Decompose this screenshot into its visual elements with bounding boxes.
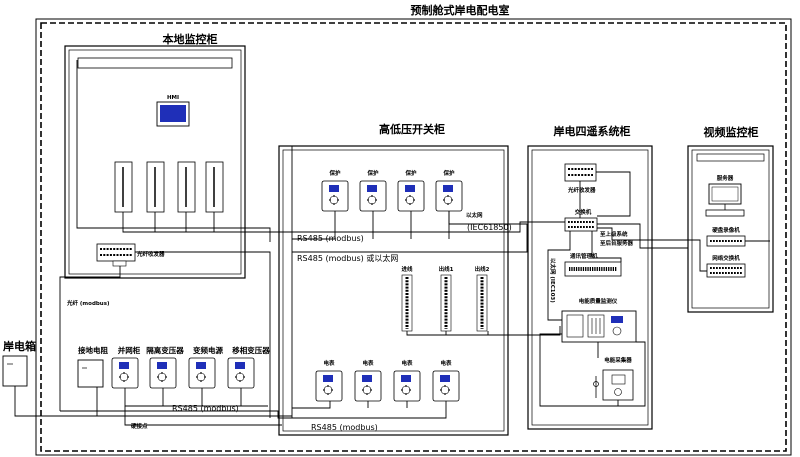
video-monitoring-cabinet (687, 145, 774, 313)
remote-cabinet-title: 岸电四遥系统柜 (554, 124, 631, 138)
io-module-icon (439, 273, 453, 333)
protection-relay-icon (397, 180, 425, 212)
network-switch-icon (564, 217, 598, 232)
top-device-label: 保护 (442, 169, 455, 177)
hmi-icon (156, 101, 190, 127)
ethernet-iec103-label: 以太网 (IEC103) (549, 258, 557, 303)
bottom-row-label: 变频电源 (193, 345, 223, 355)
remote-system-cabinet (527, 145, 653, 430)
top-device-label: 保护 (404, 169, 417, 177)
wiring (14, 60, 770, 426)
communication-manager-icon (564, 261, 622, 277)
protection-relay-icon (435, 180, 463, 212)
energy-collector-label: 电能采集器 (604, 356, 632, 364)
video-switch-label: 网络交换机 (712, 254, 740, 262)
energy-meter-icon (354, 370, 382, 402)
io-module-label: 进线 (401, 265, 413, 273)
power-quality-monitor-icon (561, 310, 637, 343)
video-recorder-icon (706, 235, 746, 247)
mgmt-machine-label: 通讯管理机 (570, 252, 598, 260)
energy-meter-icon (393, 370, 421, 402)
bottom-row-label: 接地电阻 (78, 345, 108, 355)
shore-box-label: 岸电箱 (3, 339, 36, 353)
remote-fiber-transceiver-label: 光纤收发器 (567, 186, 596, 194)
ethernet-link-label: 以太网 (466, 211, 483, 219)
io-module-icon (400, 273, 414, 333)
energy-meter-icon (432, 370, 460, 402)
local-fiber-transceiver-label: 光纤收发器 (136, 250, 165, 258)
bottom-row-label: 并网柜 (118, 345, 141, 355)
energy-collector-icon (602, 369, 634, 401)
rs485-label-bottom: RS485 (modbus) (311, 423, 378, 432)
server-monitor-icon (705, 183, 745, 217)
energy-meter-icon (315, 370, 343, 402)
room-title: 预制舱式岸电配电室 (411, 3, 510, 17)
to-server-label: 至后台服务器 (600, 239, 634, 247)
io-module-label: 出线1 (439, 265, 454, 273)
rs485-ethernet-label: RS485 (modbus) 或以太网 (297, 253, 398, 263)
antenna-icon (593, 376, 599, 398)
to-station-label: 至上级系统 (600, 230, 628, 238)
switch-label: 交换机 (575, 208, 592, 216)
bottom-device-label: 电表 (323, 359, 335, 367)
video-recorder-label: 硬盘录像机 (712, 226, 740, 234)
bottom-rs485-label: RS485 (modbus) (172, 404, 239, 413)
video-cabinet-title: 视频监控柜 (704, 125, 759, 139)
top-device-label: 保护 (328, 169, 341, 177)
shore-power-box-icon (2, 355, 28, 387)
phase-shift-transformer-meter-icon (227, 357, 255, 389)
bottom-device-label: 电表 (440, 359, 452, 367)
local-cabinet-title: 本地监控柜 (163, 32, 218, 46)
ground-line-label: 硬接点 (131, 422, 148, 430)
rs485-label-top: RS485 (modbus) (297, 234, 364, 243)
server-label: 服务器 (717, 174, 734, 182)
bottom-row-label: 隔离变压器 (146, 345, 184, 355)
io-module-row-icon (114, 161, 224, 213)
io-module-label: 出线2 (475, 265, 490, 273)
bottom-device-label: 电表 (401, 359, 413, 367)
io-module-icon (475, 273, 489, 333)
room-border (35, 18, 792, 456)
hv-lv-cabinet (278, 145, 509, 436)
top-device-label: 保护 (366, 169, 379, 177)
hmi-label: HMI (167, 95, 179, 101)
bottom-device-label: 电表 (362, 359, 374, 367)
remote-fiber-transceiver-icon (564, 163, 597, 182)
ground-resistance-icon (77, 359, 104, 388)
fiber-modbus-label: 光纤 (modbus) (66, 299, 110, 307)
bottom-row-label: 移相变压器 (232, 345, 270, 355)
grid-cabinet-meter-icon (111, 357, 139, 389)
fiber-transceiver-icon (96, 243, 136, 267)
vfd-power-meter-icon (188, 357, 216, 389)
video-switch-icon (706, 263, 746, 278)
iec61850-label: (IEC61850) (467, 223, 512, 232)
quality-device-label: 电能质量监测仪 (579, 297, 618, 305)
hv-lv-cabinet-title: 高低压开关柜 (379, 122, 445, 136)
local-monitoring-cabinet (64, 45, 246, 279)
protection-relay-icon (359, 180, 387, 212)
isolation-transformer-meter-icon (149, 357, 177, 389)
protection-relay-icon (321, 180, 349, 212)
